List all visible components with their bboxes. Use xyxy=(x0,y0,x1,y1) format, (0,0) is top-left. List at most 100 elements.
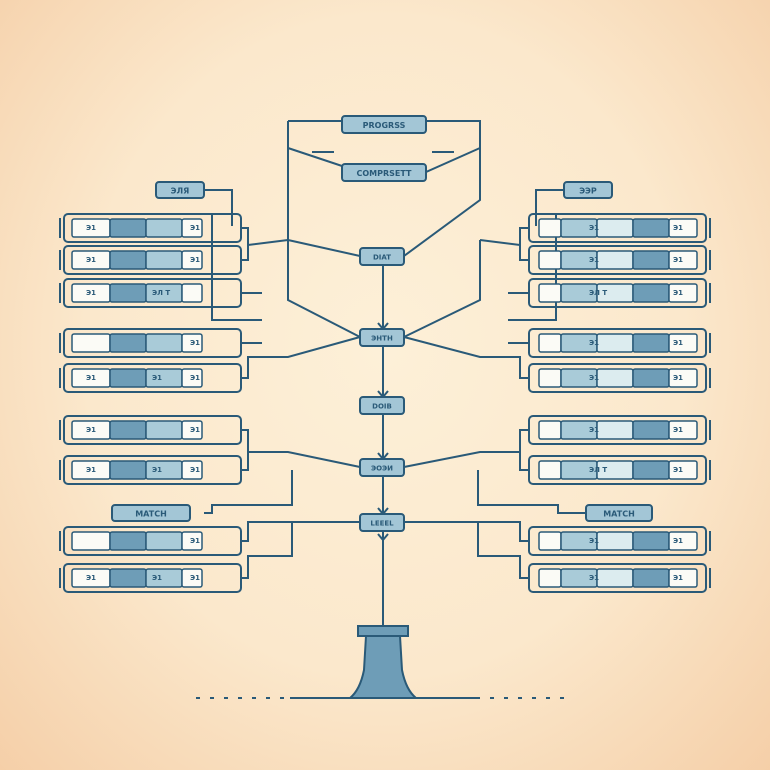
right-row-frame xyxy=(528,563,707,593)
right-row-cell xyxy=(538,460,562,480)
left-row-cell xyxy=(145,250,183,270)
right-link xyxy=(479,227,529,247)
right-link xyxy=(519,452,529,471)
left-link xyxy=(241,452,249,471)
center-node-3-box xyxy=(359,458,405,477)
left-match-row: Э1 xyxy=(59,526,242,556)
right-row-cell xyxy=(632,250,670,270)
left-row-cell xyxy=(181,283,203,303)
left-link xyxy=(204,189,233,226)
left-row-cell xyxy=(109,368,147,388)
left-row-cell xyxy=(181,568,203,588)
left-row-frame xyxy=(63,563,242,593)
right-row-cell xyxy=(538,420,562,440)
top-funnel xyxy=(403,148,481,257)
left-link xyxy=(241,336,361,379)
right-row-frame xyxy=(528,526,707,556)
right-row-cell xyxy=(632,568,670,588)
top-link xyxy=(426,120,481,155)
right-row-label-a: Э1 xyxy=(589,426,599,434)
center-node-2-box xyxy=(359,396,405,415)
right-row-cell xyxy=(632,460,670,480)
right-row-cell xyxy=(538,568,562,588)
right-row-label-c: Э1 xyxy=(673,574,683,582)
left-match-tag-label: MATCH xyxy=(135,510,167,519)
center-node-4-box xyxy=(359,513,405,532)
center-node-4-label: LEEEL xyxy=(370,520,394,528)
left-row-cell xyxy=(181,368,203,388)
left-row-cell xyxy=(109,283,147,303)
right-row-cell xyxy=(668,333,698,353)
top-label-progress-box xyxy=(341,115,427,134)
right-link xyxy=(508,302,557,321)
left-row-label-c: Э1 xyxy=(190,256,200,264)
left-row-label-c: Э1 xyxy=(190,574,200,582)
trophy-stand xyxy=(347,635,419,699)
left-row-label-a: Э1 xyxy=(86,466,96,474)
right-row-label-a: ЭЛ Т xyxy=(589,289,607,297)
right-row-cell xyxy=(596,531,634,551)
left-row-frame xyxy=(63,278,242,308)
left-row-label-a: Э1 xyxy=(86,426,96,434)
right-row-cell xyxy=(596,368,634,388)
left-row-frame xyxy=(63,526,242,556)
left-match-tag-box xyxy=(111,504,191,522)
right-row-label-c: Э1 xyxy=(673,537,683,545)
left-row-frame xyxy=(63,245,242,275)
center-node-1-box xyxy=(359,328,405,347)
left-link xyxy=(204,213,213,302)
center-node-3-label: ЭОЭИ xyxy=(371,465,393,473)
right-row-cell xyxy=(668,368,698,388)
left-row-label-c: Э1 xyxy=(190,466,200,474)
left-row-cell xyxy=(181,333,203,353)
right-row-cell xyxy=(596,420,634,440)
left-link xyxy=(204,504,262,514)
center-node-4: LEEEL xyxy=(359,513,405,532)
left-row-cell xyxy=(109,420,147,440)
right-link xyxy=(477,522,529,579)
left-row-cell xyxy=(109,460,147,480)
right-row-label-c: Э1 xyxy=(673,289,683,297)
center-node-2: DOIB xyxy=(359,396,405,415)
left-link xyxy=(241,227,289,247)
trophy-cap xyxy=(357,625,409,637)
left-row-frame xyxy=(63,363,242,393)
right-row-label-c: Э1 xyxy=(673,426,683,434)
left-row-cell xyxy=(181,460,203,480)
right-row-label-c: Э1 xyxy=(673,256,683,264)
center-node-3: ЭОЭИ xyxy=(359,458,405,477)
right-link xyxy=(403,429,529,468)
right-link xyxy=(477,470,508,506)
right-match-tag-label: MATCH xyxy=(603,510,635,519)
right-row-cell xyxy=(668,420,698,440)
top-label-complete-label: COMPRSETT xyxy=(357,169,413,178)
left-link xyxy=(241,522,293,579)
left-row-cell xyxy=(181,218,203,238)
right-top-tag-box xyxy=(563,181,613,199)
right-row-cell xyxy=(596,250,634,270)
right-row-label-a: Э1 xyxy=(589,537,599,545)
left-row-label-a: Э1 xyxy=(86,256,96,264)
center-node-0-box xyxy=(359,247,405,266)
right-row-cell xyxy=(668,283,698,303)
right-row-cell xyxy=(668,218,698,238)
center-node-0-label: DIAT xyxy=(373,254,391,262)
right-match-tag-box xyxy=(585,504,653,522)
right-row-label-a: Э1 xyxy=(589,339,599,347)
right-row-cell xyxy=(632,531,670,551)
right-row-cell xyxy=(632,283,670,303)
right-row-frame xyxy=(528,245,707,275)
right-link xyxy=(508,504,586,514)
left-row-label-a: Э1 xyxy=(86,374,96,382)
right-row-label-c: Э1 xyxy=(673,466,683,474)
right-row-cell xyxy=(668,531,698,551)
